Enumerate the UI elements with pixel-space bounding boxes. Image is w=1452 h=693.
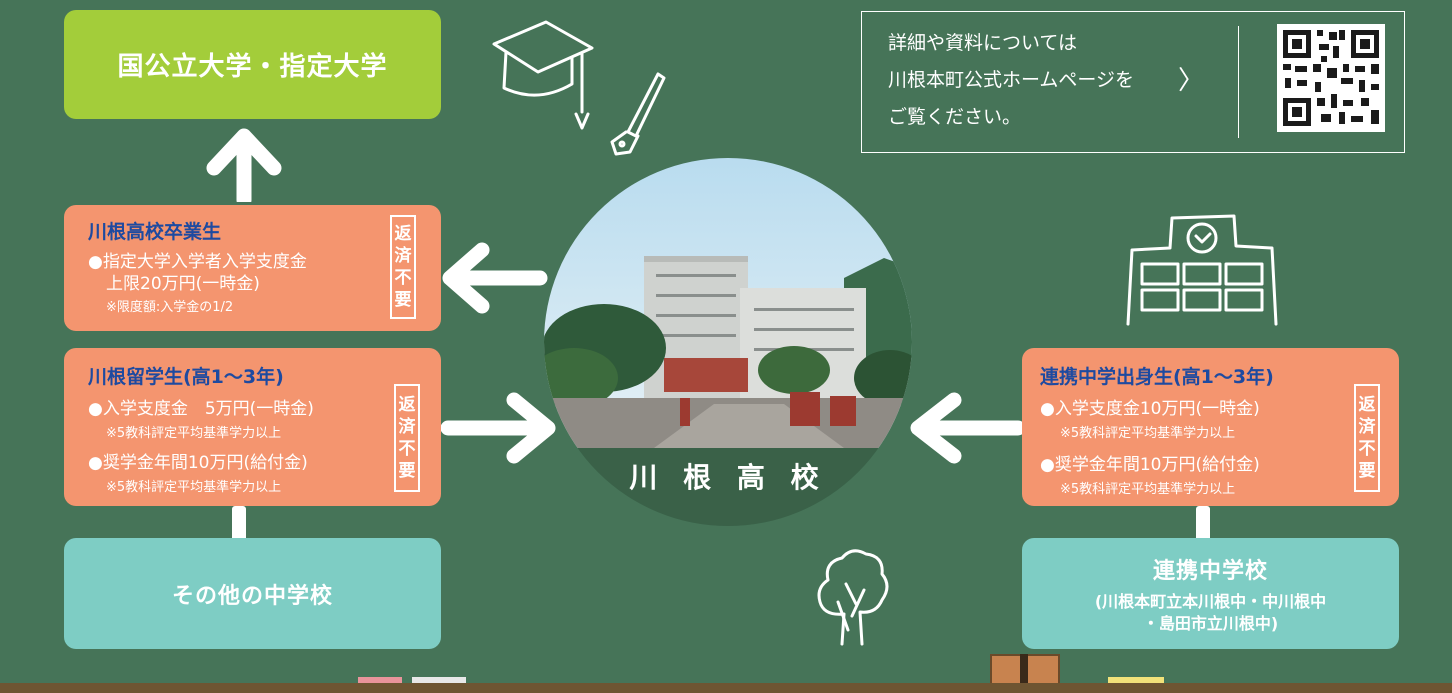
other-jhs-label: その他の中学校 — [171, 583, 333, 609]
study-abroad-note: ※5教科評定平均基準学力以上 — [106, 480, 282, 495]
connector-line — [232, 506, 246, 542]
partner-students-line: ●奨学金年間10万円(給付金) — [1040, 455, 1260, 475]
partner-students-note: ※5教科評定平均基準学力以上 — [1060, 426, 1236, 441]
pen-icon — [610, 72, 666, 156]
graduation-cap-icon — [492, 20, 594, 130]
badge-char: 不 — [1358, 439, 1376, 459]
tree-icon — [817, 549, 889, 646]
arrow-right-icon — [440, 392, 556, 464]
partner-jhs-line: (川根本町立本川根中・中川根中 — [1094, 591, 1327, 611]
partner-students-title: 連携中学出身生(高1～3年) — [1040, 366, 1274, 388]
graduate-line: ●指定大学入学者入学支度金 — [88, 252, 307, 272]
graduate-title: 川根高校卒業生 — [88, 221, 222, 243]
book-decoration — [1020, 654, 1028, 686]
qr-code-icon[interactable] — [1277, 24, 1385, 132]
partner-jhs-box: 連携中学校 (川根本町立本川根中・中川根中 ・島田市立川根中) — [1022, 538, 1399, 649]
school-photo — [544, 158, 912, 448]
no-repayment-badge: 返 済 不 要 — [390, 215, 416, 319]
study-abroad-line: ●入学支度金 5万円(一時金) — [88, 399, 314, 419]
partner-students-note: ※5教科評定平均基準学力以上 — [1060, 482, 1236, 497]
school-photo-circle: 川 根 高 校 — [544, 158, 912, 526]
info-line: 川根本町公式ホームページを — [888, 69, 1135, 91]
info-box: 詳細や資料については 川根本町公式ホームページを ご覧ください。 〉 — [861, 11, 1405, 153]
badge-char: 要 — [394, 290, 412, 310]
study-abroad-title: 川根留学生(高1～3年) — [88, 366, 284, 388]
study-abroad-box: 川根留学生(高1～3年) ●入学支度金 5万円(一時金) ※5教科評定平均基準学… — [64, 348, 441, 506]
university-box: 国公立大学・指定大学 — [64, 10, 441, 119]
graduate-box: 川根高校卒業生 ●指定大学入学者入学支度金 上限20万円(一時金) ※限度額:入… — [64, 205, 441, 331]
badge-char: 済 — [398, 417, 416, 437]
badge-char: 返 — [398, 395, 416, 415]
partner-jhs-title: 連携中学校 — [1152, 558, 1268, 584]
arrow-up-icon — [206, 128, 282, 202]
badge-char: 不 — [398, 439, 416, 459]
badge-char: 済 — [1358, 417, 1376, 437]
study-abroad-line: ●奨学金年間10万円(給付金) — [88, 453, 308, 473]
school-name-caption: 川 根 高 校 — [544, 448, 912, 526]
no-repayment-badge: 返 済 不 要 — [1354, 384, 1380, 492]
badge-char: 返 — [1358, 395, 1376, 415]
badge-char: 不 — [394, 268, 412, 288]
book-decoration — [1108, 677, 1164, 685]
graduate-line: 上限20万円(一時金) — [106, 274, 260, 294]
school-building-icon — [1126, 214, 1278, 326]
no-repayment-badge: 返 済 不 要 — [394, 384, 420, 492]
chevron-right-icon: 〉 — [1178, 66, 1205, 96]
partner-students-line: ●入学支度金10万円(一時金) — [1040, 399, 1260, 419]
university-label: 国公立大学・指定大学 — [117, 52, 388, 82]
arrow-left-icon — [442, 242, 548, 314]
arrow-left-icon — [910, 392, 1026, 464]
other-jhs-box: その他の中学校 — [64, 538, 441, 649]
chalk-ledge — [0, 683, 1452, 693]
book-decoration — [412, 677, 466, 685]
badge-char: 要 — [398, 461, 416, 481]
info-divider — [1238, 26, 1239, 138]
badge-char: 返 — [394, 224, 412, 244]
badge-char: 要 — [1358, 461, 1376, 481]
graduate-note: ※限度額:入学金の1/2 — [106, 300, 234, 315]
study-abroad-note: ※5教科評定平均基準学力以上 — [106, 426, 282, 441]
info-line: ご覧ください。 — [888, 106, 1022, 128]
info-line: 詳細や資料については — [888, 32, 1078, 54]
partner-students-box: 連携中学出身生(高1～3年) ●入学支度金10万円(一時金) ※5教科評定平均基… — [1022, 348, 1399, 506]
connector-line — [1196, 506, 1210, 542]
book-decoration — [358, 677, 402, 685]
partner-jhs-line: ・島田市立川根中) — [1142, 613, 1279, 633]
badge-char: 済 — [394, 246, 412, 266]
